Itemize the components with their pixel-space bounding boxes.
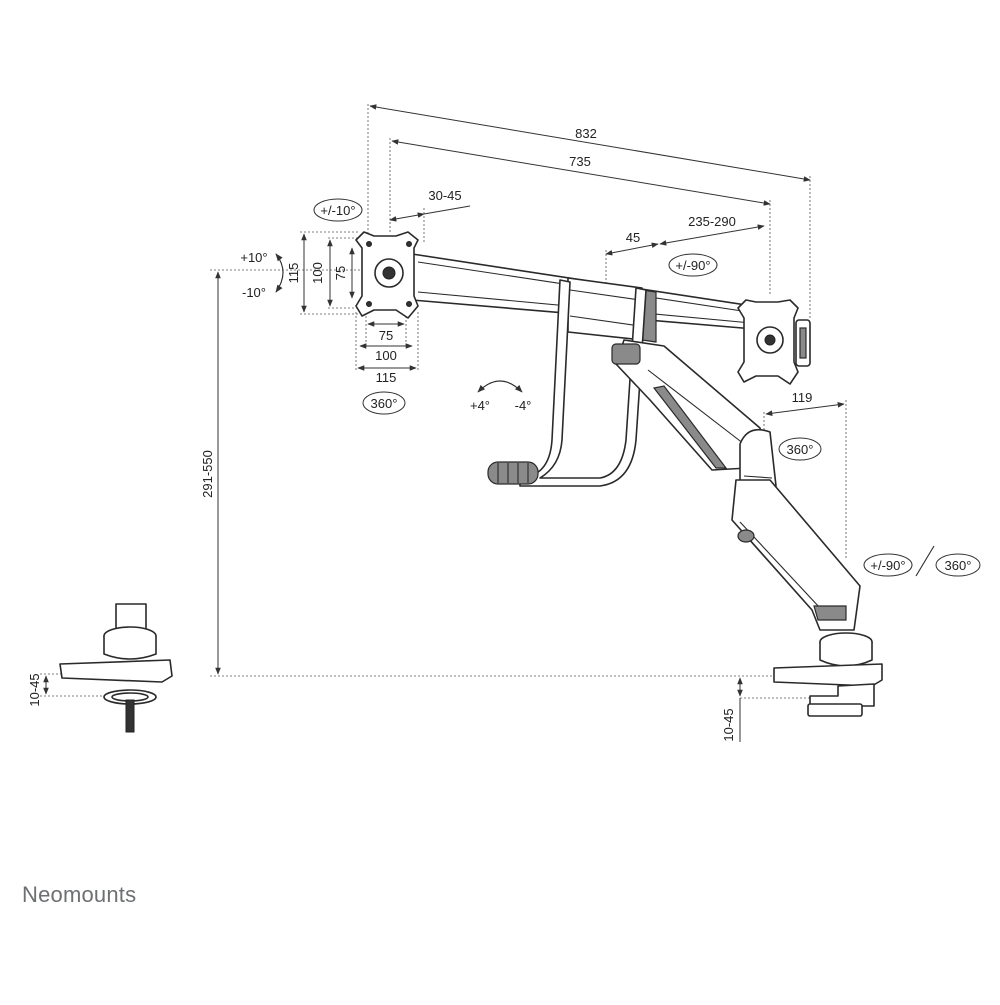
dimension-30-45: 30-45 [389, 188, 471, 244]
dimension-235-290: 235-290 [659, 214, 765, 246]
handle-grip [487, 461, 539, 485]
dimension-height: 291-550 [200, 269, 780, 677]
label-832: 832 [575, 126, 597, 141]
label-tilt-up: +10° [240, 250, 267, 265]
svg-text:+/-10°: +/-10° [320, 203, 355, 218]
lower-arm [731, 479, 861, 631]
dimension-clamp-right: 10-45 [721, 677, 830, 742]
vesa-horizontal-dims: 75 100 115 [355, 312, 419, 385]
label-clamp-left: 10-45 [27, 673, 42, 706]
dimension-119: 119 [763, 390, 847, 560]
vesa-vertical-dims: 115 100 75 [286, 231, 360, 315]
badge-roll: +/-10° [313, 198, 363, 222]
badge-slide-rotate: +/-90° [668, 253, 718, 277]
label-horizontal-75: 75 [379, 328, 393, 343]
label-tilt-down: -10° [242, 285, 266, 300]
desk-clamp-right [773, 632, 883, 717]
svg-text:360°: 360° [787, 442, 814, 457]
svg-text:360°: 360° [371, 396, 398, 411]
tilt-indicator: +10° -10° [240, 250, 284, 300]
desk-clamp-left [59, 603, 173, 733]
label-height: 291-550 [200, 450, 215, 498]
handle-tilt-indicator: +4° -4° [470, 380, 532, 413]
svg-text:+/-90°: +/-90° [675, 258, 710, 273]
label-horizontal-100: 100 [375, 348, 397, 363]
label-vertical-115: 115 [286, 263, 301, 284]
label-vertical-100: 100 [310, 262, 325, 284]
label-235-290: 235-290 [688, 214, 736, 229]
label-horizontal-115: 115 [376, 370, 397, 385]
label-handle-plus: +4° [470, 398, 490, 413]
label-handle-minus: -4° [515, 398, 532, 413]
badge-arm-rotate: 360° [778, 437, 822, 461]
label-vertical-75: 75 [333, 266, 348, 280]
badge-base-rotate: 360° [935, 553, 981, 577]
vesa-plate-right [737, 299, 811, 385]
brand-logo-text: Neomounts [22, 882, 136, 907]
dimension-735: 735 [389, 138, 771, 296]
svg-text:+/-90°: +/-90° [870, 558, 905, 573]
svg-text:360°: 360° [945, 558, 972, 573]
vesa-plate-left [355, 231, 419, 319]
label-clamp-right: 10-45 [721, 708, 736, 741]
badge-rotate-left: 360° [362, 391, 406, 415]
badge-separator [915, 545, 935, 577]
label-735: 735 [569, 154, 591, 169]
badge-base-swivel: +/-90° [863, 553, 913, 577]
dimension-45: 45 [605, 230, 659, 284]
label-30-45: 30-45 [428, 188, 461, 203]
label-119: 119 [792, 390, 813, 405]
label-45: 45 [626, 230, 640, 245]
center-bracket [567, 277, 657, 343]
